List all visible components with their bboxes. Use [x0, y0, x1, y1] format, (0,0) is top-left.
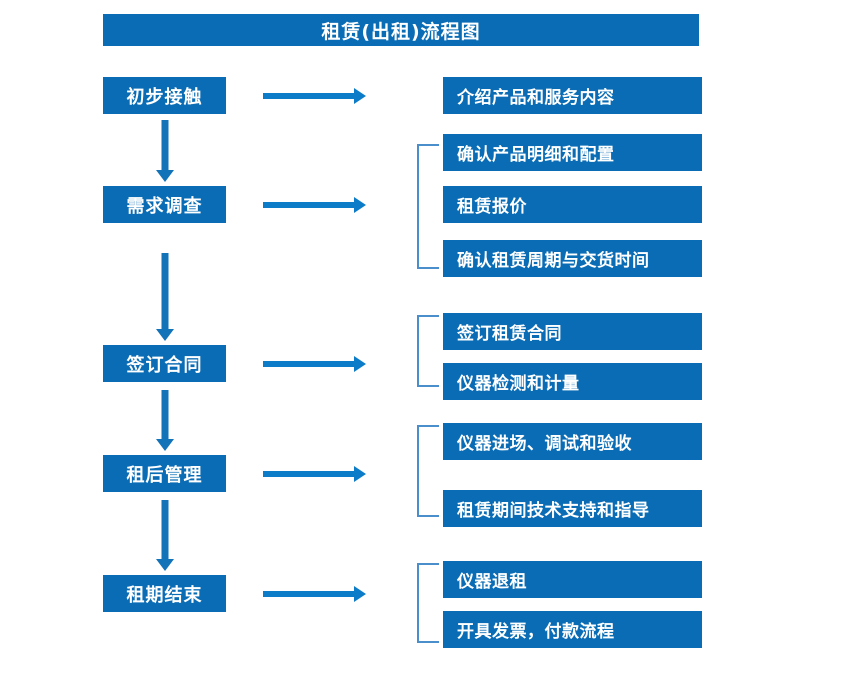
arrow-shaft	[161, 500, 168, 559]
arrow-shaft	[263, 93, 356, 99]
bracket-group-contract	[417, 315, 439, 387]
arrow-head	[354, 88, 366, 104]
detail-box-7[interactable]: 仪器进场、调试和验收	[443, 423, 702, 460]
detail-box-3[interactable]: 租赁报价	[443, 186, 702, 223]
arrow-shaft	[161, 120, 168, 170]
arrow-shaft	[263, 361, 356, 367]
detail-box-5[interactable]: 签订租赁合同	[443, 313, 702, 350]
horizontal-arrow-stage4	[263, 465, 366, 483]
horizontal-arrow-stage3	[263, 355, 366, 373]
arrow-shaft	[263, 202, 356, 208]
vertical-arrow-stage3-to-stage4	[148, 390, 181, 451]
bracket-group-requirement	[417, 144, 439, 269]
detail-box-6[interactable]: 仪器检测和计量	[443, 363, 702, 400]
detail-box-2[interactable]: 确认产品明细和配置	[443, 134, 702, 171]
horizontal-arrow-stage2	[263, 196, 366, 214]
horizontal-arrow-stage1	[263, 87, 366, 105]
stage-box-2[interactable]: 需求调查	[103, 186, 226, 223]
detail-box-10[interactable]: 开具发票，付款流程	[443, 611, 702, 648]
arrow-head	[354, 466, 366, 482]
stage-box-1[interactable]: 初步接触	[103, 77, 226, 114]
stage-box-3[interactable]: 签订合同	[103, 345, 226, 382]
vertical-arrow-stage4-to-stage5	[148, 500, 181, 571]
arrow-head	[155, 439, 174, 451]
arrow-head	[354, 356, 366, 372]
arrow-head	[155, 559, 174, 571]
arrow-head	[155, 329, 174, 341]
arrow-head	[155, 170, 174, 182]
arrow-shaft	[263, 471, 356, 477]
arrow-head	[354, 197, 366, 213]
detail-box-9[interactable]: 仪器退租	[443, 561, 702, 598]
diagram-title: 租赁(出租)流程图	[103, 14, 699, 46]
arrow-shaft	[161, 253, 168, 329]
stage-box-4[interactable]: 租后管理	[103, 455, 226, 492]
stage-box-5[interactable]: 租期结束	[103, 575, 226, 612]
vertical-arrow-stage2-to-stage3	[148, 253, 181, 341]
detail-box-8[interactable]: 租赁期间技术支持和指导	[443, 490, 702, 527]
arrow-head	[354, 586, 366, 602]
bracket-group-post-rental	[417, 425, 439, 517]
arrow-shaft	[161, 390, 168, 439]
arrow-shaft	[263, 591, 356, 597]
detail-box-1[interactable]: 介绍产品和服务内容	[443, 77, 702, 114]
horizontal-arrow-stage5	[263, 585, 366, 603]
detail-box-4[interactable]: 确认租赁周期与交货时间	[443, 240, 702, 277]
vertical-arrow-stage1-to-stage2	[148, 120, 181, 182]
bracket-group-end-of-term	[417, 563, 439, 643]
